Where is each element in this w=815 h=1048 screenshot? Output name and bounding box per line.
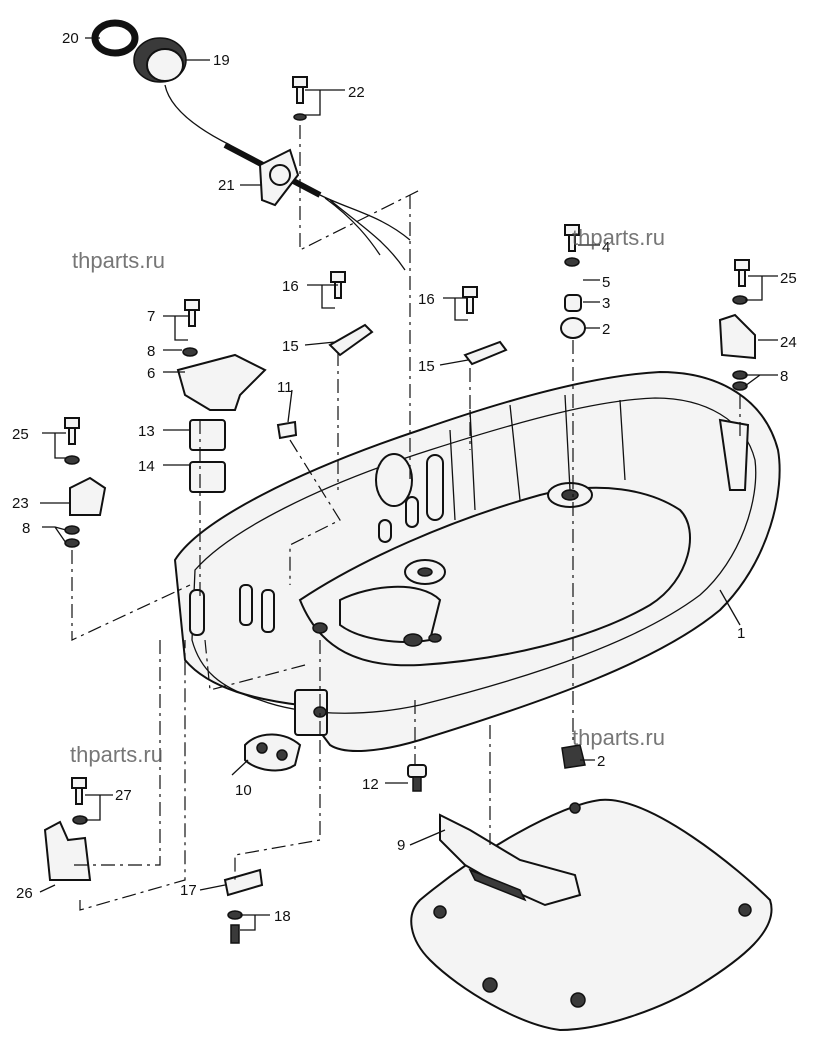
callout-6: 6: [147, 365, 155, 382]
callout-8b: 8: [147, 343, 155, 360]
callout-17: 17: [180, 882, 197, 899]
callout-14: 14: [138, 458, 155, 475]
callout-22: 22: [348, 84, 365, 101]
callout-5: 5: [602, 274, 610, 291]
callout-20: 20: [62, 30, 79, 47]
callout-16: 16: [282, 278, 299, 295]
phantom-lines: [70, 125, 741, 911]
small-hardware: [43, 76, 756, 944]
callout-15b: 15: [418, 358, 435, 375]
bracket-part-9[interactable]: [439, 813, 582, 907]
lower-cowling-part[interactable]: [173, 370, 781, 753]
callout-12: 12: [362, 776, 379, 793]
callout-8: 8: [780, 368, 788, 385]
callout-24: 24: [780, 334, 797, 351]
callout-8c: 8: [22, 520, 30, 537]
watermark-top-right: thparts.ru: [572, 225, 665, 250]
callout-1: 1: [737, 625, 745, 642]
callout-9: 9: [397, 837, 405, 854]
callout-19: 19: [213, 52, 230, 69]
plug-part-19[interactable]: [133, 37, 231, 146]
callout-2: 2: [602, 321, 610, 338]
callout-11: 11: [277, 379, 293, 396]
watermark-bottom-right: thparts.ru: [572, 725, 665, 750]
callout-4: 4: [602, 239, 610, 256]
callout-26: 26: [16, 885, 33, 902]
callout-25b: 25: [12, 426, 29, 443]
callout-2b: 2: [597, 753, 605, 770]
ring-part-20[interactable]: [91, 19, 139, 57]
callout-23: 23: [12, 495, 29, 512]
callout-21: 21: [218, 177, 235, 194]
cable-harness[interactable]: [223, 142, 411, 271]
watermark-bottom-left: thparts.ru: [70, 742, 163, 767]
callout-18: 18: [274, 908, 291, 925]
leader-lines: [39, 37, 778, 931]
watermark-top-left: thparts.ru: [72, 248, 165, 273]
callout-labels: 20 19 22 21 4 5 3 2 25 24 8 16 16 15 15 …: [12, 30, 797, 925]
callout-7: 7: [147, 308, 155, 325]
callout-16b: 16: [418, 291, 435, 308]
callout-10: 10: [235, 782, 252, 799]
callout-25: 25: [780, 270, 797, 287]
callout-27: 27: [115, 787, 132, 804]
callout-3: 3: [602, 295, 610, 312]
watermarks: thparts.ru thparts.ru thparts.ru thparts…: [70, 225, 665, 767]
callout-15: 15: [282, 338, 299, 355]
callout-13: 13: [138, 423, 155, 440]
